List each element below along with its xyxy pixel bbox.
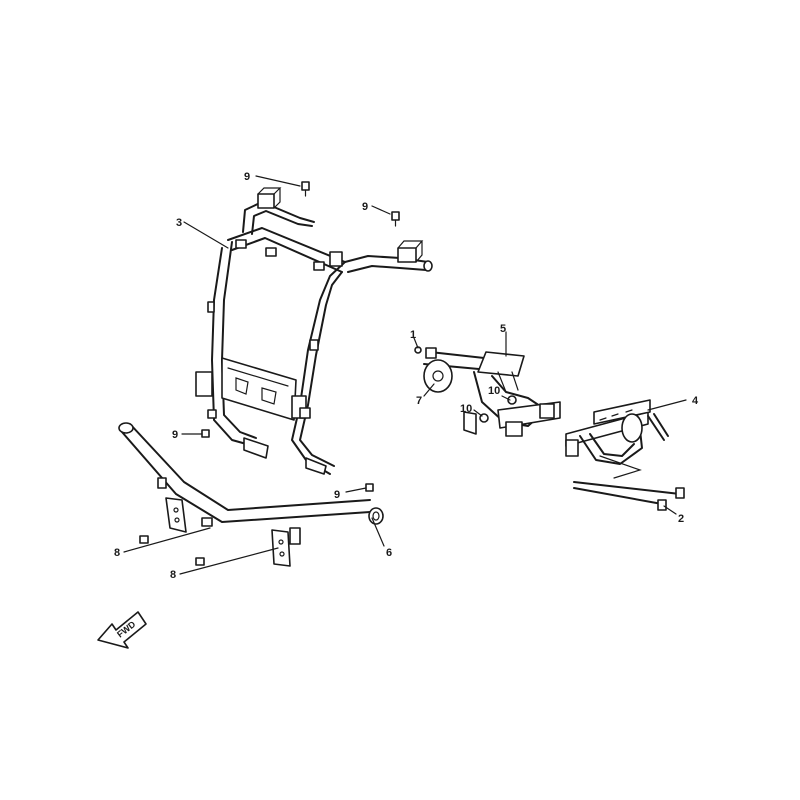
callout-8-lower: 8 bbox=[170, 569, 176, 581]
leader-lines bbox=[123, 175, 687, 575]
callout-6: 6 bbox=[386, 547, 392, 559]
upper-frame-part-3 bbox=[195, 187, 433, 475]
bracket-plate-part-7 bbox=[423, 347, 453, 393]
bolts-part-2 bbox=[573, 455, 685, 511]
bracket-part-5 bbox=[423, 351, 561, 437]
callout-9-top-left: 9 bbox=[244, 171, 250, 183]
forward-arrow-icon: FWD bbox=[97, 611, 147, 649]
callout-9-left: 9 bbox=[172, 429, 178, 441]
callout-10-upper: 10 bbox=[488, 385, 500, 397]
callout-9-bottom: 9 bbox=[334, 489, 340, 501]
callout-10-lower: 10 bbox=[460, 403, 472, 415]
callout-9-top-right: 9 bbox=[362, 201, 368, 213]
callout-1: 1 bbox=[410, 329, 416, 341]
bracket-part-4 bbox=[565, 399, 669, 465]
lower-tube-part-6 bbox=[118, 422, 384, 567]
callout-7: 7 bbox=[416, 395, 422, 407]
callout-2: 2 bbox=[678, 513, 684, 525]
callout-8-upper: 8 bbox=[114, 547, 120, 559]
callout-5: 5 bbox=[500, 323, 506, 335]
fasteners bbox=[139, 181, 517, 566]
callout-labels: 9 9 3 9 9 8 8 6 1 5 7 10 10 4 2 bbox=[114, 171, 699, 581]
callout-3: 3 bbox=[176, 217, 182, 229]
callout-4: 4 bbox=[692, 395, 699, 407]
